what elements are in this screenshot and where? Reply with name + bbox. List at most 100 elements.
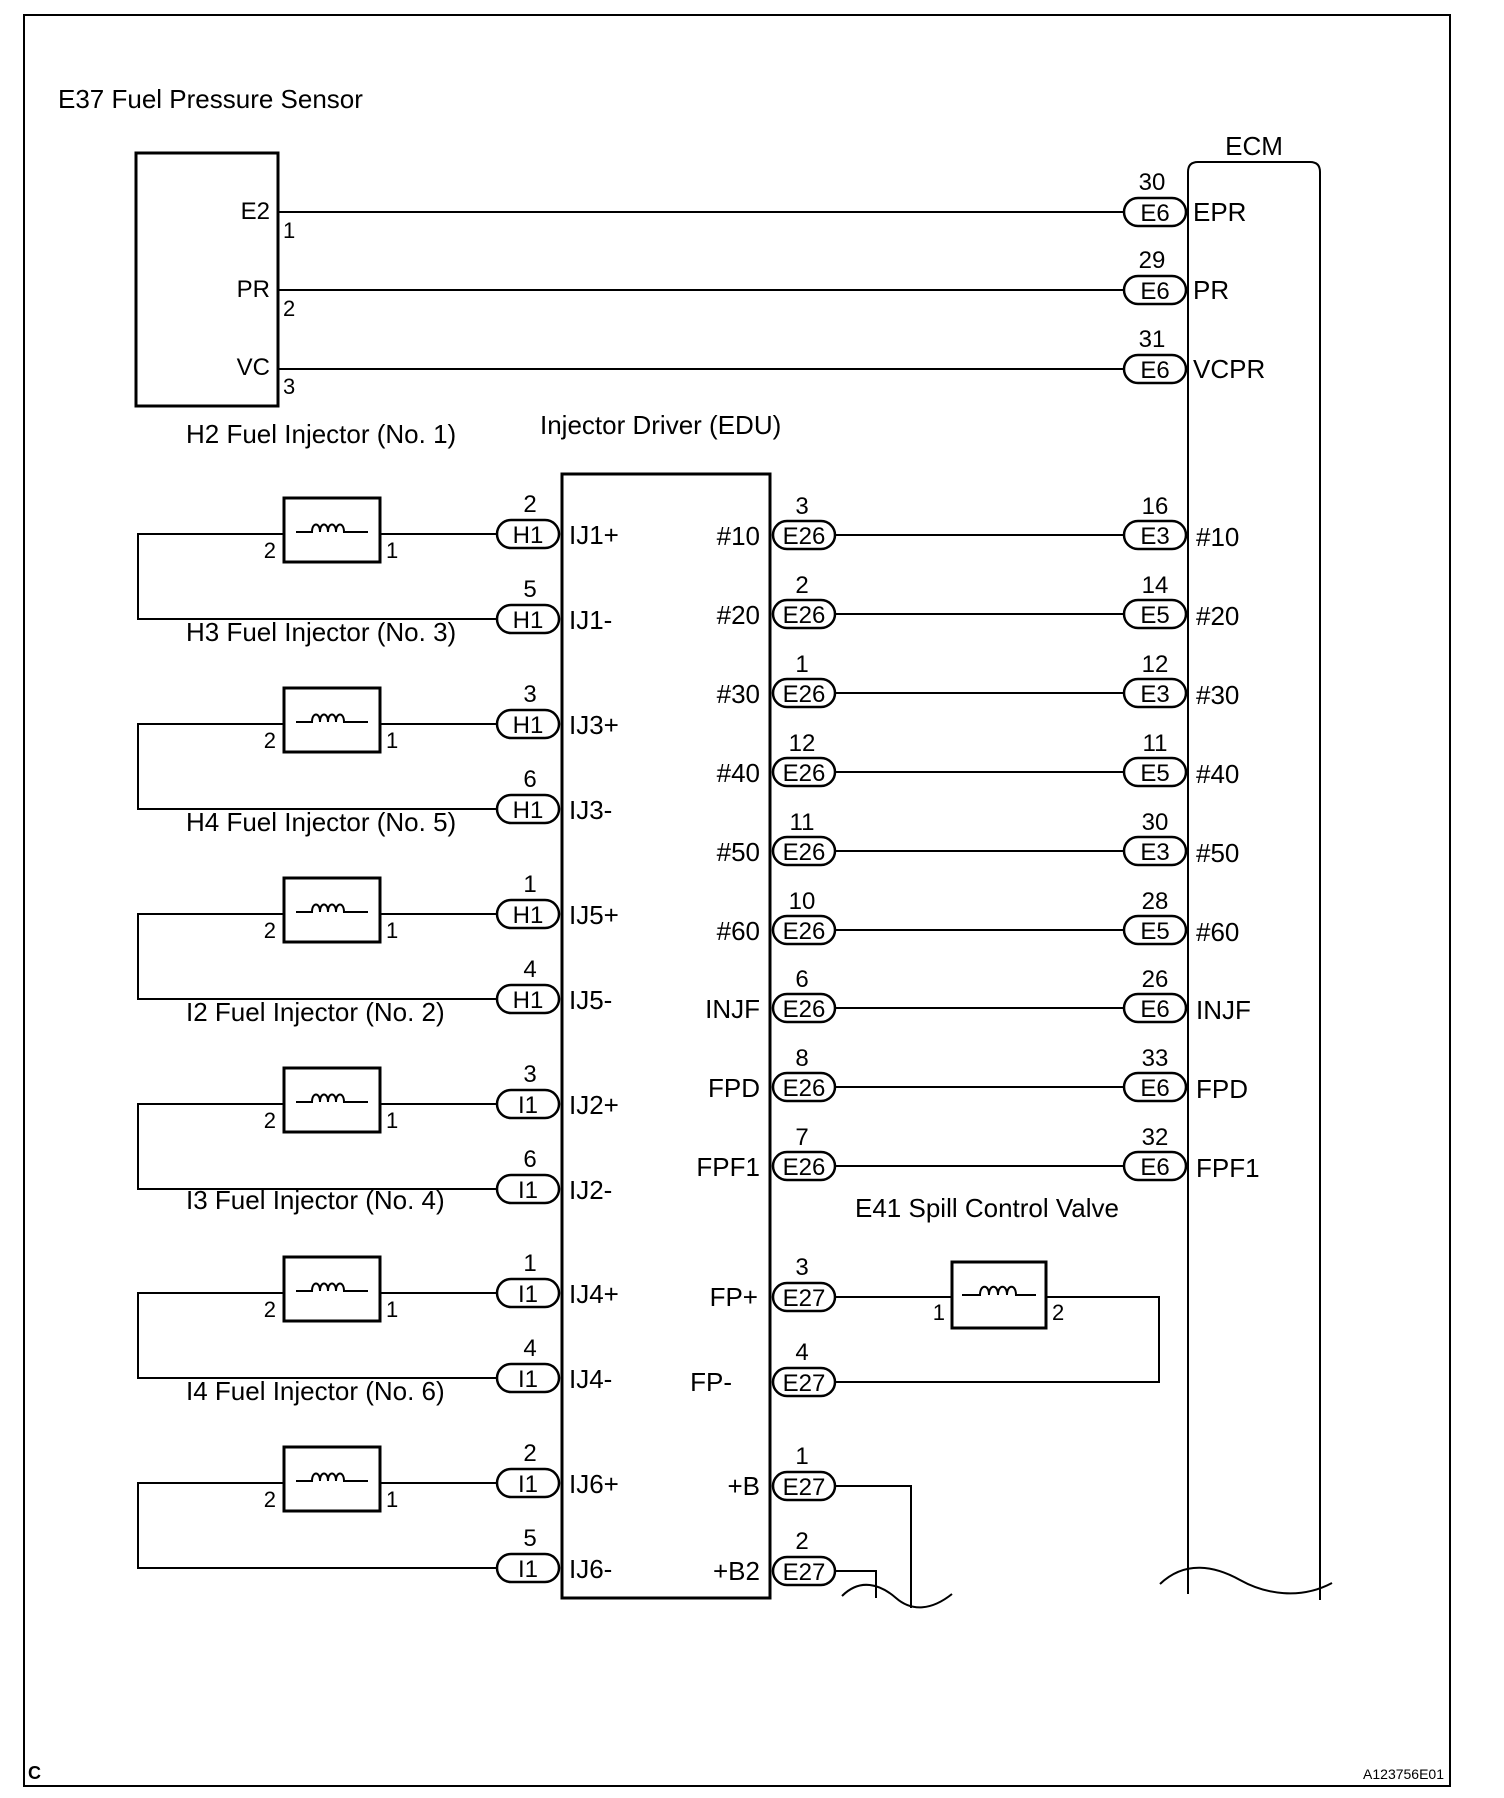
ecm: ECM <box>1159 131 1333 1600</box>
edu-title: Injector Driver (EDU) <box>540 410 781 440</box>
connector-pill <box>1122 677 1188 709</box>
injector-pin-left: 2 <box>264 538 276 563</box>
edu-pin-number: 2 <box>523 1440 536 1467</box>
ecm-pin-number: 14 <box>1142 572 1169 599</box>
connector-id: E3 <box>1140 839 1169 866</box>
connector-pill <box>1122 992 1188 1024</box>
injector-pin-left: 2 <box>264 1108 276 1133</box>
injector-body <box>282 1066 382 1134</box>
connector-id: E26 <box>783 602 826 629</box>
connector-id: I1 <box>518 1092 538 1119</box>
coil-icon <box>296 1472 368 1482</box>
edu-terminal-name: #10 <box>717 521 760 551</box>
connector-pill <box>495 1467 561 1499</box>
ecm-terminal-name: PR <box>1193 275 1229 305</box>
injector-body <box>282 686 382 754</box>
edu-terminal-name: #20 <box>717 600 760 630</box>
connector-id: E6 <box>1140 278 1169 305</box>
ecm-terminal-name: #60 <box>1196 917 1239 947</box>
connector-id: E26 <box>783 839 826 866</box>
connector-id: E5 <box>1140 602 1169 629</box>
connector-id: E26 <box>783 996 826 1023</box>
ecm-pin-number: 33 <box>1142 1045 1169 1072</box>
edu-pin-number: 1 <box>795 651 808 678</box>
edu-pin-number: 1 <box>523 871 536 898</box>
connector-pill <box>771 1281 837 1313</box>
connector-pill <box>495 983 561 1015</box>
edu-terminal-name: #30 <box>717 679 760 709</box>
edu-terminal-name: +B <box>727 1471 760 1501</box>
edu-terminal-name: FP+ <box>710 1282 758 1312</box>
power-break-line <box>841 1583 953 1609</box>
injector-body <box>282 876 382 944</box>
figure-id: A123756E01 <box>1363 1766 1444 1782</box>
connector-id: E27 <box>783 1474 826 1501</box>
coil-icon <box>296 903 368 913</box>
spill-valve-title: E41 Spill Control Valve <box>855 1193 1119 1223</box>
edu-terminal-name: IJ1+ <box>569 520 619 550</box>
ecm-pin-number: 28 <box>1142 888 1169 915</box>
ecm-sensor-input: 29 E6 PR <box>1122 247 1229 306</box>
injector-pin-right: 1 <box>386 918 398 943</box>
edu-pin-number: 2 <box>795 1528 808 1555</box>
connector-id: E6 <box>1140 1075 1169 1102</box>
edu-terminal-name: IJ5- <box>569 985 612 1015</box>
connector-pill <box>495 518 561 550</box>
coil-icon <box>296 1282 368 1292</box>
connector-pill <box>1122 274 1188 306</box>
edu-terminal-name: IJ4- <box>569 1364 612 1394</box>
edu-terminal-name: FPF1 <box>696 1152 760 1182</box>
ecm-pin-number: 12 <box>1142 651 1169 678</box>
connector-pill <box>495 603 561 635</box>
corner-letter: C <box>28 1763 41 1783</box>
connector-id: E26 <box>783 681 826 708</box>
edu-terminal-name: FPD <box>708 1073 760 1103</box>
edu-ecm-signal-layer: #103E2616E3#10#202E2614E5#20#301E2612E3#… <box>696 493 1259 1183</box>
ecm-pin-number: 26 <box>1142 966 1169 993</box>
connector-id: E27 <box>783 1285 826 1312</box>
fuel-pressure-sensor-title: E37 Fuel Pressure Sensor <box>58 84 363 114</box>
edu-pin-number: 1 <box>523 1250 536 1277</box>
injector-title: I3 Fuel Injector (No. 4) <box>186 1185 445 1215</box>
connector-id: E3 <box>1140 681 1169 708</box>
injector-driver-edu: Injector Driver (EDU) <box>540 410 781 1600</box>
edu-pin-number: 6 <box>523 1146 536 1173</box>
edu-pin-number: 8 <box>795 1045 808 1072</box>
connector-id: H1 <box>513 607 544 634</box>
connector-pill <box>495 1088 561 1120</box>
fuel-pressure-sensor: E37 Fuel Pressure Sensor E2 1 PR 2 VC 3 <box>58 84 363 408</box>
ecm-terminal-name: #10 <box>1196 522 1239 552</box>
ecm-title: ECM <box>1225 131 1283 161</box>
edu-terminal-name: IJ3- <box>569 795 612 825</box>
edu-pin-number: 6 <box>795 966 808 993</box>
edu-pin-number: 3 <box>795 493 808 520</box>
connector-pill <box>495 1277 561 1309</box>
edu-terminal-name: IJ1- <box>569 605 612 635</box>
connector-id: E26 <box>783 1075 826 1102</box>
sensor-terminal-pin: 2 <box>283 296 295 321</box>
edu-terminal-name: IJ4+ <box>569 1279 619 1309</box>
ecm-terminal-name: FPD <box>1196 1074 1248 1104</box>
injector-pin-right: 1 <box>386 1297 398 1322</box>
injector-body <box>282 496 382 564</box>
ecm-terminal-name: EPR <box>1193 197 1246 227</box>
coil-icon <box>962 1285 1036 1296</box>
connector-id: E5 <box>1140 760 1169 787</box>
ecm-terminal-name: VCPR <box>1193 354 1265 384</box>
connector-pill <box>495 793 561 825</box>
connector-pill <box>495 708 561 740</box>
connector-pill <box>1122 598 1188 630</box>
edu-pin-number: 6 <box>523 766 536 793</box>
injector-loop-wire <box>137 723 497 810</box>
